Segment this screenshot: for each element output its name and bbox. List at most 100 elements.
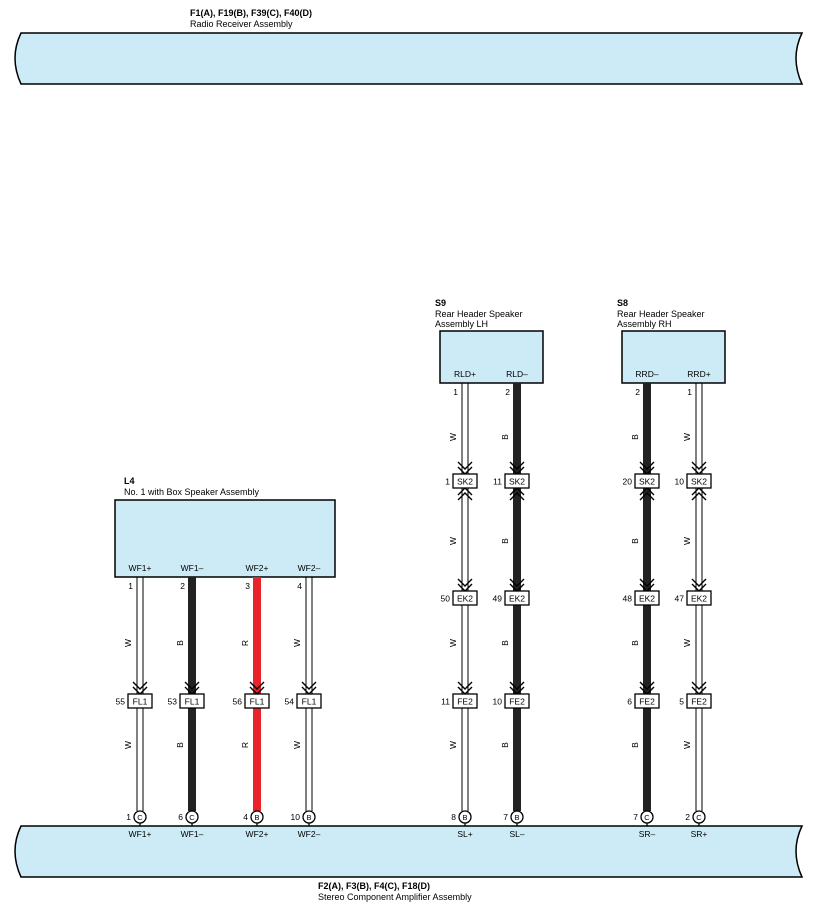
wire-color-label: B bbox=[630, 640, 640, 646]
terminal-pin: 1 bbox=[128, 581, 133, 591]
connector-box bbox=[686, 473, 712, 489]
connector-name: SK2 bbox=[509, 477, 525, 487]
rrdm-chevron bbox=[639, 681, 655, 690]
connector-pin: 47 bbox=[675, 594, 685, 604]
connector-pin: 54 bbox=[285, 697, 295, 707]
rldm-chevron bbox=[509, 578, 525, 587]
rldm-chevron bbox=[509, 461, 525, 470]
terminal-connector-letter: C bbox=[137, 813, 143, 822]
amplifier-terminal-label: WF1+ bbox=[129, 829, 152, 839]
rrdm-wire-segment bbox=[643, 708, 651, 811]
connector-box bbox=[179, 693, 205, 709]
wire-color-label: W bbox=[448, 741, 458, 749]
radio-receiver-connectors: F1(A), F19(B), F39(C), F40(D) bbox=[190, 8, 312, 18]
component-s9: S9 Rear Header Speaker Assembly LH bbox=[435, 298, 544, 384]
wire-color-label: W bbox=[123, 741, 133, 749]
terminal-pin: 4 bbox=[297, 581, 302, 591]
rldp-chevron bbox=[457, 681, 473, 690]
wire-color-label: W bbox=[292, 741, 302, 749]
terminal-pin-number: 2 bbox=[685, 812, 690, 822]
stereo-amplifier-name: Stereo Component Amplifier Assembly bbox=[318, 892, 472, 902]
rrdm-wire-segment bbox=[643, 383, 651, 474]
terminal-label: RLD+ bbox=[454, 369, 476, 379]
terminal-label: WF2+ bbox=[246, 563, 269, 573]
rrdp-chevron bbox=[691, 492, 707, 501]
wire-color-label: W bbox=[448, 537, 458, 545]
connector-box bbox=[296, 693, 322, 709]
rrdp-chevron bbox=[691, 578, 707, 587]
connector-pin: 20 bbox=[623, 477, 633, 487]
connector-name: SK2 bbox=[457, 477, 473, 487]
rrdp-chevron bbox=[691, 461, 707, 470]
terminal-pin-number: 10 bbox=[291, 812, 301, 822]
rldp-chevron bbox=[457, 492, 473, 501]
s8-name-line-1: Rear Header Speaker bbox=[617, 309, 705, 319]
radio-receiver-name: Radio Receiver Assembly bbox=[190, 19, 293, 29]
rrdm-wire-segment bbox=[643, 488, 651, 591]
connector-name: FE2 bbox=[639, 697, 655, 707]
connector-name: FE2 bbox=[457, 697, 473, 707]
rldm-wire-segment bbox=[513, 488, 521, 591]
connector-name: FL1 bbox=[133, 697, 148, 707]
wire-color-label: B bbox=[500, 742, 510, 748]
terminal-connector-letter: C bbox=[696, 813, 702, 822]
connector-pin: 53 bbox=[168, 697, 178, 707]
amplifier-terminal-label: WF2+ bbox=[246, 829, 269, 839]
connector-pin: 50 bbox=[441, 594, 451, 604]
terminal-label: WF2– bbox=[298, 563, 321, 573]
connector-name: EK2 bbox=[691, 594, 707, 604]
radio-receiver-assembly: F1(A), F19(B), F39(C), F40(D) Radio Rece… bbox=[14, 8, 804, 85]
connector-pin: 49 bbox=[493, 594, 503, 604]
connector-box bbox=[686, 693, 712, 709]
wire-color-label: W bbox=[682, 537, 692, 545]
wire-harness: WF1+1WWFL155C1WF1+WF1–2BBFL153C6WF1–WF2+… bbox=[116, 369, 712, 839]
wire-color-label: B bbox=[500, 538, 510, 544]
connector-name: FL1 bbox=[250, 697, 265, 707]
terminal-connector-letter: B bbox=[254, 813, 259, 822]
s9-box bbox=[439, 330, 544, 384]
wf2m-chevron bbox=[301, 681, 317, 690]
connector-pin: 5 bbox=[679, 697, 684, 707]
connector-box bbox=[504, 693, 530, 709]
l4-code: L4 bbox=[124, 476, 135, 486]
terminal-label: WF1– bbox=[181, 563, 204, 573]
s9-name-line-1: Rear Header Speaker bbox=[435, 309, 523, 319]
connector-pin: 10 bbox=[675, 477, 685, 487]
rldm-chevron bbox=[509, 681, 525, 690]
rldm-wire-segment bbox=[513, 708, 521, 811]
connector-box bbox=[244, 693, 270, 709]
wire-color-label: B bbox=[175, 640, 185, 646]
wire-color-label: W bbox=[448, 433, 458, 441]
wf2p-wire-segment bbox=[253, 708, 261, 811]
connector-name: FL1 bbox=[185, 697, 200, 707]
terminal-pin: 2 bbox=[505, 387, 510, 397]
amplifier-terminal-label: SR+ bbox=[691, 829, 708, 839]
connector-pin: 6 bbox=[627, 697, 632, 707]
rrdm-chevron bbox=[639, 461, 655, 470]
terminal-connector-letter: B bbox=[306, 813, 311, 822]
terminal-pin: 3 bbox=[245, 581, 250, 591]
amplifier-terminal-label: SR– bbox=[639, 829, 656, 839]
wire-color-label: W bbox=[682, 433, 692, 441]
terminal-connector-letter: C bbox=[644, 813, 650, 822]
s8-box bbox=[621, 330, 726, 384]
connector-pin: 10 bbox=[493, 697, 503, 707]
connector-box bbox=[452, 590, 478, 606]
connector-pin: 55 bbox=[116, 697, 126, 707]
connector-box bbox=[634, 590, 660, 606]
wire-color-label: B bbox=[175, 742, 185, 748]
amplifier-terminal-label: WF1– bbox=[181, 829, 204, 839]
terminal-pin: 2 bbox=[180, 581, 185, 591]
terminal-pin-number: 6 bbox=[178, 812, 183, 822]
s8-name-line-2: Assembly RH bbox=[617, 319, 672, 329]
connector-pin: 56 bbox=[233, 697, 243, 707]
stereo-amplifier-connectors: F2(A), F3(B), F4(C), F18(D) bbox=[318, 881, 430, 891]
terminal-pin: 1 bbox=[687, 387, 692, 397]
wire-color-label: W bbox=[292, 639, 302, 647]
connector-name: EK2 bbox=[509, 594, 525, 604]
terminal-pin-number: 1 bbox=[126, 812, 131, 822]
